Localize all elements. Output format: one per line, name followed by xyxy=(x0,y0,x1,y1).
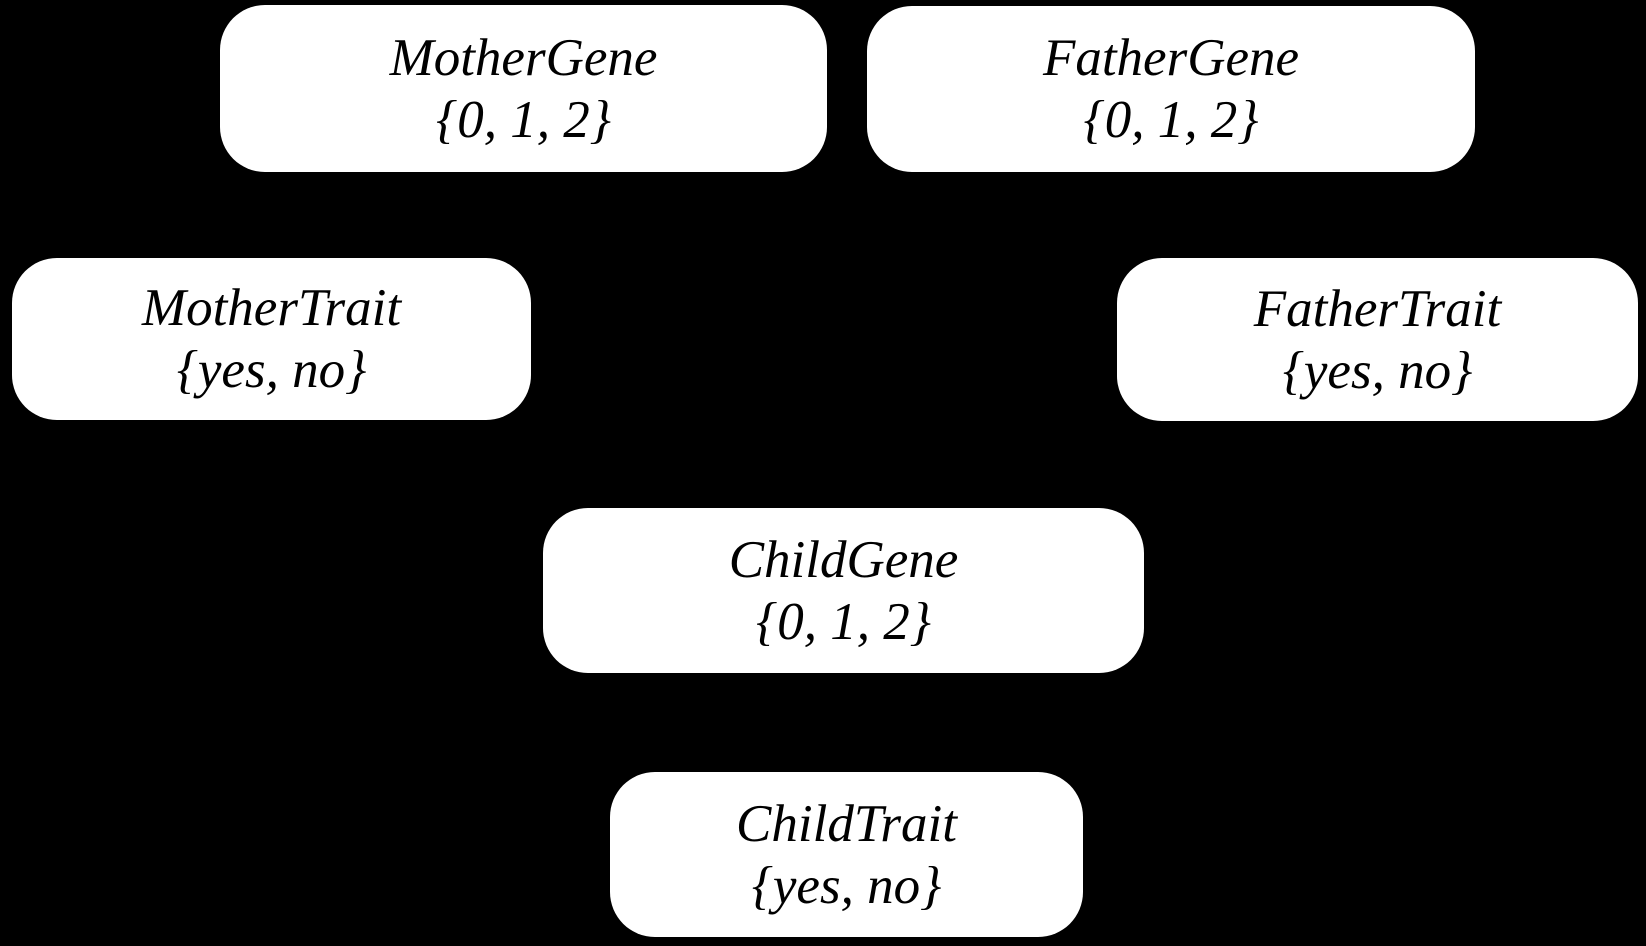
node-domain: {0, 1, 2} xyxy=(1083,91,1259,149)
node-child-trait: ChildTrait {yes, no} xyxy=(610,772,1083,937)
node-label: FatherGene xyxy=(1042,29,1300,87)
node-domain: {0, 1, 2} xyxy=(756,592,931,651)
node-domain: {0, 1, 2} xyxy=(436,90,611,149)
node-label: FatherTrait xyxy=(1253,279,1502,338)
node-label: MotherGene xyxy=(389,28,658,87)
node-child-gene: ChildGene {0, 1, 2} xyxy=(543,508,1144,673)
node-label: MotherTrait xyxy=(141,279,402,337)
node-father-trait: FatherTrait {yes, no} xyxy=(1117,258,1638,421)
node-domain: {yes, no} xyxy=(1282,341,1473,400)
node-domain: {yes, no} xyxy=(751,856,942,915)
node-domain: {yes, no} xyxy=(176,341,367,399)
node-label: ChildGene xyxy=(728,530,959,589)
node-father-gene: FatherGene {0, 1, 2} xyxy=(867,6,1475,172)
node-mother-trait: MotherTrait {yes, no} xyxy=(12,258,531,420)
node-mother-gene: MotherGene {0, 1, 2} xyxy=(220,5,827,172)
node-label: ChildTrait xyxy=(736,794,957,853)
